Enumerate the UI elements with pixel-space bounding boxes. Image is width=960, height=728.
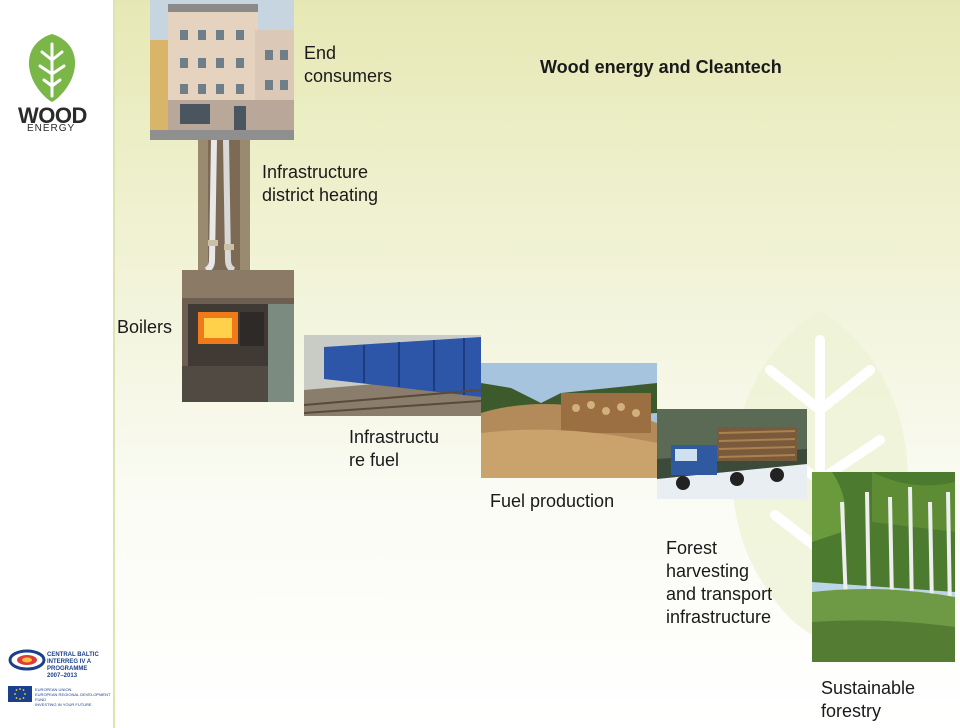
slide-title: Wood energy and Cleantech bbox=[540, 57, 782, 77]
building-photo bbox=[150, 0, 294, 140]
step-sustainable-forestry: Sustainable forestry bbox=[821, 678, 916, 721]
eu-flag-icon bbox=[8, 686, 32, 702]
birch-forest-photo bbox=[812, 472, 955, 662]
central-baltic-logo-icon bbox=[8, 649, 46, 671]
left-sidebar: WOOD ENERGY CENTRAL BALTIC INTERREG IV A… bbox=[0, 0, 115, 728]
pipes-photo bbox=[198, 140, 250, 270]
logo-wood-text: WOOD bbox=[18, 103, 87, 128]
step-infrastructure-fuel: Infrastructu re fuel bbox=[349, 427, 440, 470]
timber-truck-photo bbox=[657, 409, 807, 499]
step-infrastructure-district-heating: Infrastructure district heating bbox=[262, 162, 379, 205]
step-boilers: Boilers bbox=[117, 317, 173, 337]
boiler-photo bbox=[182, 270, 294, 402]
train-photo bbox=[304, 335, 481, 416]
wood-chips-photo bbox=[481, 363, 657, 478]
step-fuel-production: Fuel production bbox=[490, 491, 615, 511]
step-forest-harvesting: Forest harvesting and transport infrastr… bbox=[666, 538, 773, 627]
leaf-logo-icon bbox=[28, 34, 76, 102]
eu-text: EUROPEAN UNION EUROPEAN REGIONAL DEVELOP… bbox=[35, 687, 111, 707]
step-end-consumers: End consumers bbox=[304, 43, 393, 86]
logo-energy-text: ENERGY bbox=[27, 123, 76, 134]
central-baltic-text: CENTRAL BALTIC INTERREG IV A PROGRAMME 2… bbox=[47, 652, 99, 679]
